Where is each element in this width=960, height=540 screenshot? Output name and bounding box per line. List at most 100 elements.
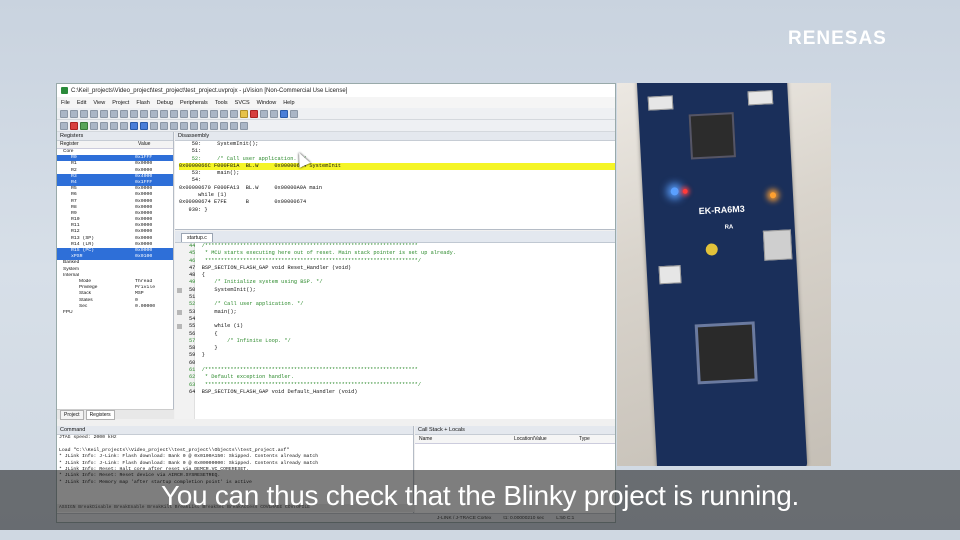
reset-icon[interactable] bbox=[60, 121, 68, 130]
open-file-icon[interactable] bbox=[70, 109, 78, 118]
config-icon[interactable] bbox=[290, 109, 298, 118]
code-line[interactable]: 64 BSP_SECTION_FLASH_GAP void Default_Ha… bbox=[189, 388, 358, 395]
register-row[interactable]: Core bbox=[57, 149, 173, 155]
redo-icon[interactable] bbox=[140, 109, 148, 118]
breakpoint-icon[interactable] bbox=[250, 109, 258, 118]
code-line[interactable]: 57 /* Infinite Loop. */ bbox=[189, 337, 291, 344]
register-row[interactable]: System bbox=[57, 267, 173, 273]
command-window-icon[interactable] bbox=[130, 121, 138, 130]
menu-tools[interactable]: Tools bbox=[214, 99, 228, 106]
breakpoint-disable-icon[interactable] bbox=[260, 109, 268, 118]
analysis-window-icon[interactable] bbox=[210, 121, 218, 130]
menu-project[interactable]: Project bbox=[112, 99, 130, 106]
menu-window[interactable]: Window bbox=[256, 99, 277, 106]
disassembly-line[interactable]: 53: main(); bbox=[179, 170, 240, 177]
unindent-icon[interactable] bbox=[210, 109, 218, 118]
tab-registers[interactable]: Registers bbox=[85, 409, 115, 420]
code-line[interactable]: 56 { bbox=[189, 330, 218, 337]
stop-debug-icon[interactable] bbox=[70, 121, 78, 130]
save-all-icon[interactable] bbox=[90, 109, 98, 118]
cut-icon[interactable] bbox=[100, 109, 108, 118]
disassembly-line[interactable]: while (1) bbox=[179, 192, 227, 199]
step-out-icon[interactable] bbox=[110, 121, 118, 130]
back-icon[interactable] bbox=[150, 109, 158, 118]
code-line[interactable]: 51 bbox=[189, 294, 196, 301]
breakpoint-kill-icon[interactable] bbox=[270, 109, 278, 118]
code-line[interactable]: 54 bbox=[189, 315, 196, 322]
register-row[interactable]: FPU bbox=[57, 310, 173, 316]
run-to-cursor-icon[interactable] bbox=[120, 121, 128, 130]
code-line[interactable]: 50 SystemInit(); bbox=[189, 286, 256, 293]
trace-window-icon[interactable] bbox=[220, 121, 228, 130]
breakpoint-marker-icon[interactable] bbox=[177, 324, 182, 330]
disassembly-window-icon[interactable] bbox=[140, 121, 148, 130]
comment-icon[interactable] bbox=[220, 109, 228, 118]
disassembly-line[interactable]: 50: SystemInit(); bbox=[179, 141, 259, 147]
menu-flash[interactable]: Flash bbox=[136, 99, 150, 106]
forward-icon[interactable] bbox=[160, 109, 168, 118]
code-line[interactable]: 58 } bbox=[189, 345, 218, 352]
tab-startup-c[interactable]: startup.c bbox=[181, 233, 213, 242]
menu-svcs[interactable]: SVCS bbox=[234, 99, 250, 106]
code-line[interactable]: 45 * MCU starts executing here out of re… bbox=[189, 250, 457, 257]
code-line[interactable]: 53 main(); bbox=[189, 308, 237, 315]
new-file-icon[interactable] bbox=[60, 109, 68, 118]
editor-gutter[interactable] bbox=[175, 243, 195, 419]
register-row[interactable]: R14 (LR)0x0000 bbox=[57, 242, 173, 248]
menu-help[interactable]: Help bbox=[283, 99, 295, 106]
code-line[interactable]: 59 } bbox=[189, 352, 205, 359]
code-line[interactable]: 52 /* Call user application. */ bbox=[189, 301, 304, 308]
register-row[interactable]: Banked bbox=[57, 260, 173, 266]
code-line[interactable]: 44 /************************************… bbox=[189, 243, 418, 249]
disassembly-line[interactable]: 51: bbox=[179, 148, 202, 155]
code-line[interactable]: 63 *************************************… bbox=[189, 381, 422, 388]
tab-project[interactable]: Project bbox=[60, 409, 84, 420]
code-line[interactable]: 55 while (1) bbox=[189, 323, 244, 330]
menu-peripherals[interactable]: Peripherals bbox=[179, 99, 208, 106]
serial-window-icon[interactable] bbox=[200, 121, 208, 130]
watch-window-icon[interactable] bbox=[180, 121, 188, 130]
indent-icon[interactable] bbox=[200, 109, 208, 118]
undo-icon[interactable] bbox=[130, 109, 138, 118]
symbols-window-icon[interactable] bbox=[150, 121, 158, 130]
code-line[interactable]: 60 bbox=[189, 359, 196, 366]
step-over-icon[interactable] bbox=[100, 121, 108, 130]
menu-edit[interactable]: Edit bbox=[76, 99, 87, 106]
bookmark-next-icon[interactable] bbox=[190, 109, 198, 118]
code-line[interactable]: 46 *************************************… bbox=[189, 257, 422, 264]
zoom-icon[interactable] bbox=[280, 109, 288, 118]
code-line[interactable]: 48 { bbox=[189, 272, 205, 279]
callstack-window-icon[interactable] bbox=[170, 121, 178, 130]
register-row[interactable]: R13 (SP)0x0000 bbox=[57, 236, 173, 242]
save-icon[interactable] bbox=[80, 109, 88, 118]
register-row[interactable]: Internal bbox=[57, 273, 173, 279]
find-icon[interactable] bbox=[240, 109, 248, 118]
disassembly-line[interactable]: 54: bbox=[179, 177, 202, 184]
disassembly-line[interactable]: 930: } bbox=[179, 206, 208, 213]
disassembly-line[interactable]: 0x00000674 E7FE B 0x00000674 bbox=[179, 199, 307, 206]
bookmark-prev-icon[interactable] bbox=[180, 109, 188, 118]
disassembly-line[interactable]: 0x0000066C F000F81A BL.W 0x000006A4 Syst… bbox=[179, 162, 615, 171]
editor-code[interactable]: 44 /************************************… bbox=[189, 243, 456, 396]
code-line[interactable]: 49 /* Initialize system using BSP. */ bbox=[189, 279, 323, 286]
breakpoint-marker-icon[interactable] bbox=[177, 309, 182, 315]
menu-view[interactable]: View bbox=[93, 99, 106, 106]
run-icon[interactable] bbox=[80, 121, 88, 130]
